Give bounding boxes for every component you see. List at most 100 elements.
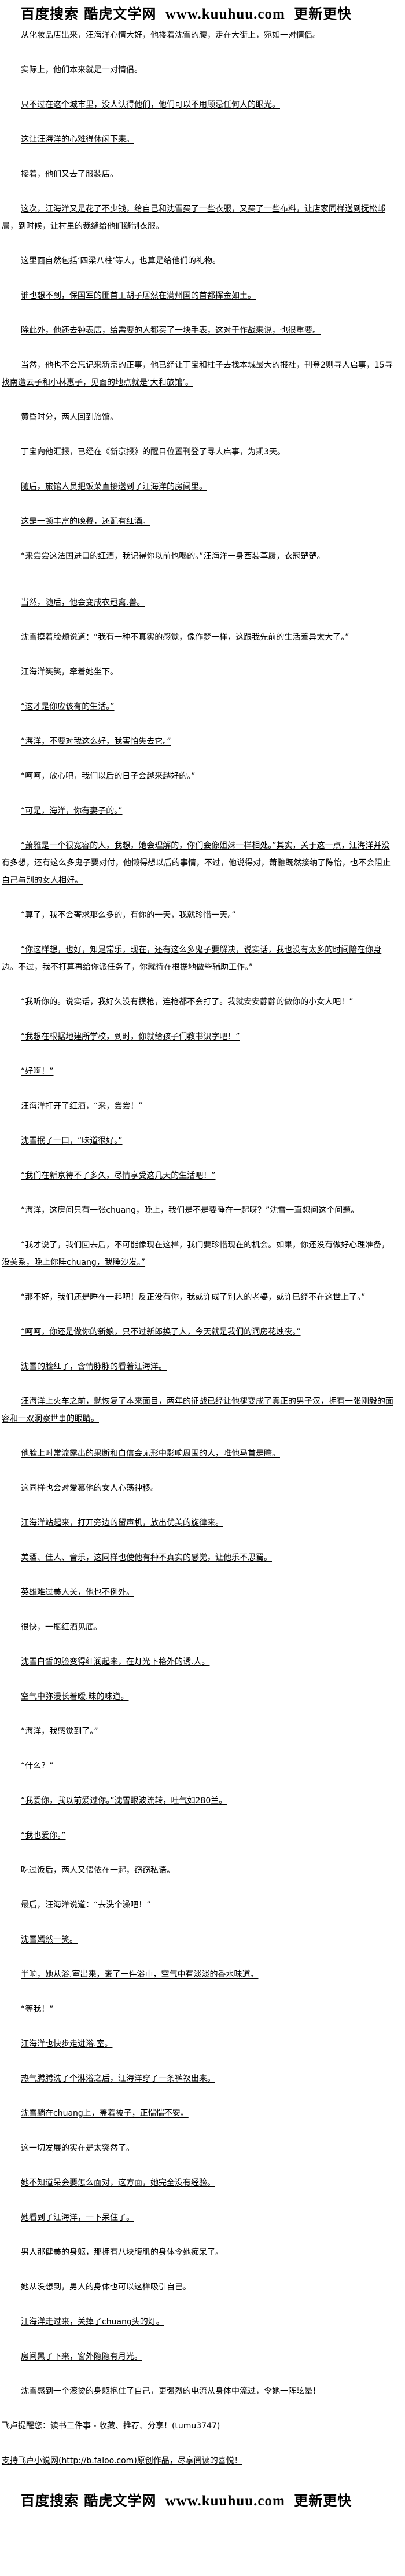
paragraph: 沈雪嫣然一笑。 <box>2 1931 397 1948</box>
paragraph-text: “海洋，这房间只有一张chuang，晚上，我们是不是要睡在一起呀？”沈雪一直想问… <box>21 1206 359 1215</box>
paragraph-text: 男人那健美的身躯，那拥有八块腹肌的身体令她痴呆了。 <box>21 2248 223 2257</box>
paragraph: 汪海洋也快步走进浴.室。 <box>2 2035 397 2053</box>
paragraph-text: “萧雅是一个很宽容的人，我想，她会理解的，你们会像姐妹一样相处。”其实，关于这一… <box>2 841 391 885</box>
paragraph: 这一切发展的实在是太突然了。 <box>2 2140 397 2157</box>
paragraph: “来尝尝这法国进口的红酒，我记得你以前也喝的。”汪海洋一身西装革履，衣冠楚楚。 <box>2 548 397 565</box>
paragraph: 当然，随后，他会变成衣冠禽.兽。 <box>2 594 397 611</box>
footer-notes: 飞卢提醒您：读书三件事 - 收藏、推荐、分享！(tumu3747)支持飞卢小说网… <box>0 2417 405 2469</box>
paragraph-text: “我爱你，我以前爱过你。”沈雪眼波流转，吐气如280兰。 <box>21 1796 227 1806</box>
paragraph-text: 半晌，她从浴.室出来，裹了一件浴巾，空气中有淡淡的香水味道。 <box>21 1970 259 1979</box>
paragraph: 她不知道呆会要怎么面对，这方面，她完全没有经验。 <box>2 2174 397 2192</box>
paragraph-text: “你这样想，也好，知足常乐，现在，还有这么多鬼子要解决，说实话，我也没有太多的时… <box>2 945 382 972</box>
paragraph-text: “我听你的。说实话，我好久没有摸枪，连枪都不会打了。我就安安静静的做你的小女人吧… <box>21 997 354 1007</box>
paragraph: 这同样也会对爱慕他的女人心荡神移。 <box>2 1480 397 1497</box>
paragraph-text: “呵呵，放心吧，我们以后的日子会越来越好的。” <box>21 772 196 781</box>
paragraph-text: 汪海洋也快步走进浴.室。 <box>21 2039 113 2049</box>
paragraph: 房间黑了下来，窗外隐隐有月光。 <box>2 2348 397 2365</box>
paragraph-text: 汪海洋打开了红酒，“来，尝尝！” <box>21 1102 143 1111</box>
paragraph-text: 她看到了汪海洋，一下呆住了。 <box>21 2213 134 2222</box>
paragraph-text: 这一切发展的实在是太突然了。 <box>21 2144 134 2153</box>
paragraph-text: 沈雪摸着脸颊说道：“我有一种不真实的感觉，像作梦一样，这跟我先前的生活差异太大了… <box>21 633 349 642</box>
paragraph: 英雄难过美人关，他也不例外。 <box>2 1584 397 1601</box>
paragraph: “萧雅是一个很宽容的人，我想，她会理解的，你们会像姐妹一样相处。”其实，关于这一… <box>2 837 397 889</box>
paragraph-text: 汪海洋站起来，打开旁边的留声机，放出优美的旋律来。 <box>21 1518 223 1528</box>
paragraph: 汪海洋站起来，打开旁边的留声机，放出优美的旋律来。 <box>2 1514 397 1532</box>
paragraph-text: 沈雪躺在chuang上，盖着被子，正惴惴不安。 <box>21 2109 189 2118</box>
paragraph-text: 实际上，他们本来就是一对情侣。 <box>21 65 142 75</box>
banner-url: www.kuuhuu.com <box>165 6 285 22</box>
paragraph: “可是，海洋，你有妻子的。” <box>2 802 397 820</box>
paragraph: “这才是你应该有的生活。” <box>2 698 397 715</box>
paragraph: 热气腾腾洗了个淋浴之后，汪海洋穿了一条裤衩出来。 <box>2 2070 397 2087</box>
paragraph: 沈雪躺在chuang上，盖着被子，正惴惴不安。 <box>2 2105 397 2122</box>
paragraph: 汪海洋打开了红酒，“来，尝尝！” <box>2 1098 397 1115</box>
paragraph-text: “我们在新京待不了多久，尽情享受这几天的生活吧！” <box>21 1171 216 1180</box>
paragraph-text: 谁也想不到，保国军的匪首王胡子居然在满州国的首都挥金如土。 <box>21 291 256 300</box>
paragraph-text: 除此外，他还去钟表店，给需要的人都买了一块手表，这对于作战来说，也很重要。 <box>21 326 321 335</box>
paragraph: 很快，一瓶红酒见底。 <box>2 1619 397 1636</box>
paragraph-text: “等我！” <box>21 2005 54 2014</box>
paragraph-text: “什么？” <box>21 1762 54 1771</box>
paragraph-text: 当然，随后，他会变成衣冠禽.兽。 <box>21 598 145 607</box>
paragraph-text: 美酒、佳人、音乐，这同样也使他有种不真实的感觉，让他乐不思蜀。 <box>21 1553 272 1562</box>
paragraph-text: 接着，他们又去了服装店。 <box>21 170 118 179</box>
paragraph: 男人那健美的身躯，那拥有八块腹肌的身体令她痴呆了。 <box>2 2244 397 2261</box>
paragraph: 沈雪摸着脸颊说道：“我有一种不真实的感觉，像作梦一样，这跟我先前的生活差异太大了… <box>2 629 397 646</box>
paragraph: “我们在新京待不了多久，尽情享受这几天的生活吧！” <box>2 1167 397 1184</box>
banner-search: 百度搜索 <box>21 2492 79 2509</box>
paragraph: “呵呵，放心吧，我们以后的日子会越来越好的。” <box>2 768 397 785</box>
paragraph: “我爱你，我以前爱过你。”沈雪眼波流转，吐气如280兰。 <box>2 1792 397 1810</box>
paragraph-text: “好啊！” <box>21 1067 54 1076</box>
paragraph: 从化妆品店出来，汪海洋心情大好，他搂着沈雪的腰，走在大街上，宛如一对情侣。 <box>2 27 397 44</box>
paragraph-text: 热气腾腾洗了个淋浴之后，汪海洋穿了一条裤衩出来。 <box>21 2074 215 2083</box>
paragraph-text: “这才是你应该有的生活。” <box>21 702 115 711</box>
paragraph: 黄昏时分，两人回到旅馆。 <box>2 409 397 426</box>
paragraph: 半晌，她从浴.室出来，裹了一件浴巾，空气中有淡淡的香水味道。 <box>2 1966 397 1983</box>
paragraph: 他脸上时常流露出的果断和自信会无形中影响周围的人，唯他马首是瞻。 <box>2 1445 397 1462</box>
paragraph: 沈雪的脸红了，含情脉脉的看着汪海洋。 <box>2 1358 397 1375</box>
paragraph-text: 他脸上时常流露出的果断和自信会无形中影响周围的人，唯他马首是瞻。 <box>21 1449 280 1458</box>
paragraph-text: 沈雪的脸红了，含情脉脉的看着汪海洋。 <box>21 1362 167 1371</box>
paragraph: 随后，旅馆人员把饭菜直接送到了汪海洋的房间里。 <box>2 478 397 496</box>
paragraph: 她从没想到，男人的身体也可以这样吸引自己。 <box>2 2278 397 2296</box>
paragraph: 这让汪海洋的心难得休闲下来。 <box>2 131 397 148</box>
paragraph: 谁也想不到，保国军的匪首王胡子居然在满州国的首都挥金如土。 <box>2 287 397 304</box>
paragraph: 吃过饭后，两人又偎依在一起，窃窃私语。 <box>2 1862 397 1879</box>
chapter-content: 从化妆品店出来，汪海洋心情大好，他搂着沈雪的腰，走在大街上，宛如一对情侣。实际上… <box>0 23 405 2400</box>
paragraph: 沈雪抿了一口，“味道很好。” <box>2 1132 397 1150</box>
paragraph: “那不好，我们还是睡在一起吧！反正没有你，我或许成了别人的老婆，或许已经不在这世… <box>2 1289 397 1306</box>
paragraph-text: “我也爱你。” <box>21 1831 66 1840</box>
paragraph-text: 汪海洋走过来，关掉了chuang头的灯。 <box>21 2317 164 2327</box>
banner-slogan: 更新更快 <box>294 5 352 22</box>
paragraph: 汪海洋笑笑，牵着她坐下。 <box>2 663 397 681</box>
paragraph-text: 这里面自然包括‘四梁八柱’等人，也算是给他们的礼物。 <box>21 256 220 266</box>
paragraph: 美酒、佳人、音乐，这同样也使他有种不真实的感觉，让他乐不思蜀。 <box>2 1549 397 1566</box>
paragraph: 实际上，他们本来就是一对情侣。 <box>2 61 397 79</box>
paragraph: “呵呵，你还是做你的新娘，只不过新郎换了人，今天就是我们的洞房花烛夜。” <box>2 1323 397 1341</box>
paragraph-text: “我才说了，我们回去后，不可能像现在这样，我们要珍惜现在的机会。如果，你还没有做… <box>2 1241 390 1267</box>
paragraph-text: 最后，汪海洋说道：“去洗个澡吧！” <box>21 1900 151 1910</box>
paragraph: “海洋，这房间只有一张chuang，晚上，我们是不是要睡在一起呀？”沈雪一直想问… <box>2 1202 397 1219</box>
paragraph: 汪海洋走过来，关掉了chuang头的灯。 <box>2 2313 397 2331</box>
paragraph-text: “可是，海洋，你有妻子的。” <box>21 806 123 816</box>
paragraph-text: “呵呵，你还是做你的新娘，只不过新郎换了人，今天就是我们的洞房花烛夜。” <box>21 1327 301 1337</box>
paragraph-text: 只不过在这个城市里，没人认得他们，他们可以不用顾忌任何人的眼光。 <box>21 100 280 109</box>
paragraph-text: 很快，一瓶红酒见底。 <box>21 1623 102 1632</box>
paragraph: 这里面自然包括‘四梁八柱’等人，也算是给他们的礼物。 <box>2 252 397 270</box>
paragraph-text: 吃过饭后，两人又偎依在一起，窃窃私语。 <box>21 1866 175 1875</box>
paragraph: 丁宝向他汇报，已经在《新京报》的醒目位置刊登了寻人启事，为期3天。 <box>2 443 397 461</box>
banner-slogan: 更新更快 <box>294 2492 352 2509</box>
paragraph-text: “算了，我不会奢求那么多的，有你的一天，我就珍惜一天。” <box>21 911 236 920</box>
paragraph: “海洋，不要对我这么好，我害怕失去它。” <box>2 733 397 750</box>
paragraph: “我听你的。说实话，我好久没有摸枪，连枪都不会打了。我就安安静静的做你的小女人吧… <box>2 993 397 1011</box>
paragraph: 汪海洋上火车之前，就恢复了本来面目，两年的征战已经让他褪变成了真正的男子汉，拥有… <box>2 1393 397 1428</box>
paragraph-text: “海洋，不要对我这么好，我害怕失去它。” <box>21 737 171 746</box>
paragraph-text: “那不好，我们还是睡在一起吧！反正没有你，我或许成了别人的老婆，或许已经不在这世… <box>21 1293 366 1302</box>
paragraph: 接着，他们又去了服装店。 <box>2 166 397 183</box>
paragraph: “我也爱你。” <box>2 1827 397 1844</box>
paragraph: 只不过在这个城市里，没人认得他们，他们可以不用顾忌任何人的眼光。 <box>2 96 397 113</box>
paragraph-text: 英雄难过美人关，他也不例外。 <box>21 1588 134 1597</box>
paragraph-text: 从化妆品店出来，汪海洋心情大好，他搂着沈雪的腰，走在大街上，宛如一对情侣。 <box>21 31 321 40</box>
paragraph: 除此外，他还去钟表店，给需要的人都买了一块手表，这对于作战来说，也很重要。 <box>2 322 397 339</box>
banner-site-name: 酷虎文学网 <box>84 5 157 22</box>
